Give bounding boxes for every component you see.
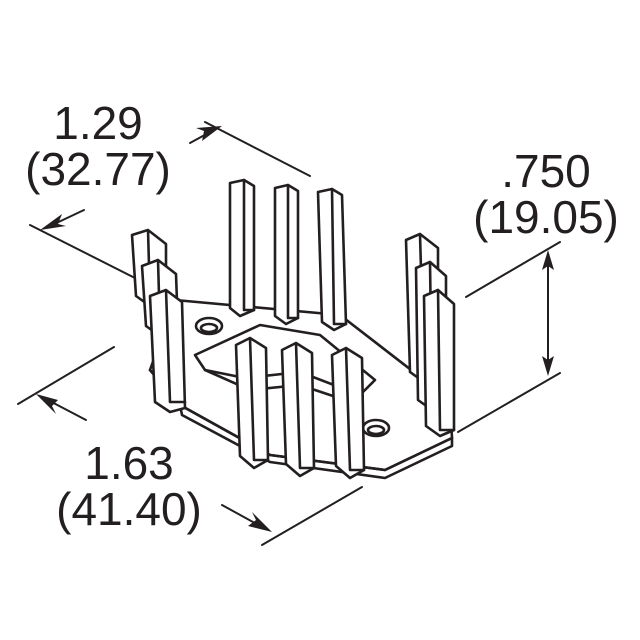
dim-height-lines [457,241,561,433]
dim-width-label: 1.29 (32.77) [14,100,182,192]
dim-width-lines [29,121,311,279]
back-fins [228,178,348,332]
right-fins [404,232,456,438]
mounting-hole-left-inner [199,322,219,334]
heatsink-body [130,178,456,480]
dim-width-mm: (32.77) [25,143,171,195]
dim-width-inch: 1.29 [53,97,143,149]
left-fins [130,228,187,414]
dim-length-inch: 1.63 [84,437,174,489]
dim-length-label: 1.63 (41.40) [38,440,220,532]
dim-length-lines [17,346,363,546]
dim-height-inch: .750 [501,145,591,197]
dim-length-mm: (41.40) [56,483,202,535]
mounting-hole-right-inner [366,424,386,436]
front-fins [234,336,366,480]
dim-height-label: .750 (19.05) [456,148,636,240]
dim-height-mm: (19.05) [473,191,619,243]
